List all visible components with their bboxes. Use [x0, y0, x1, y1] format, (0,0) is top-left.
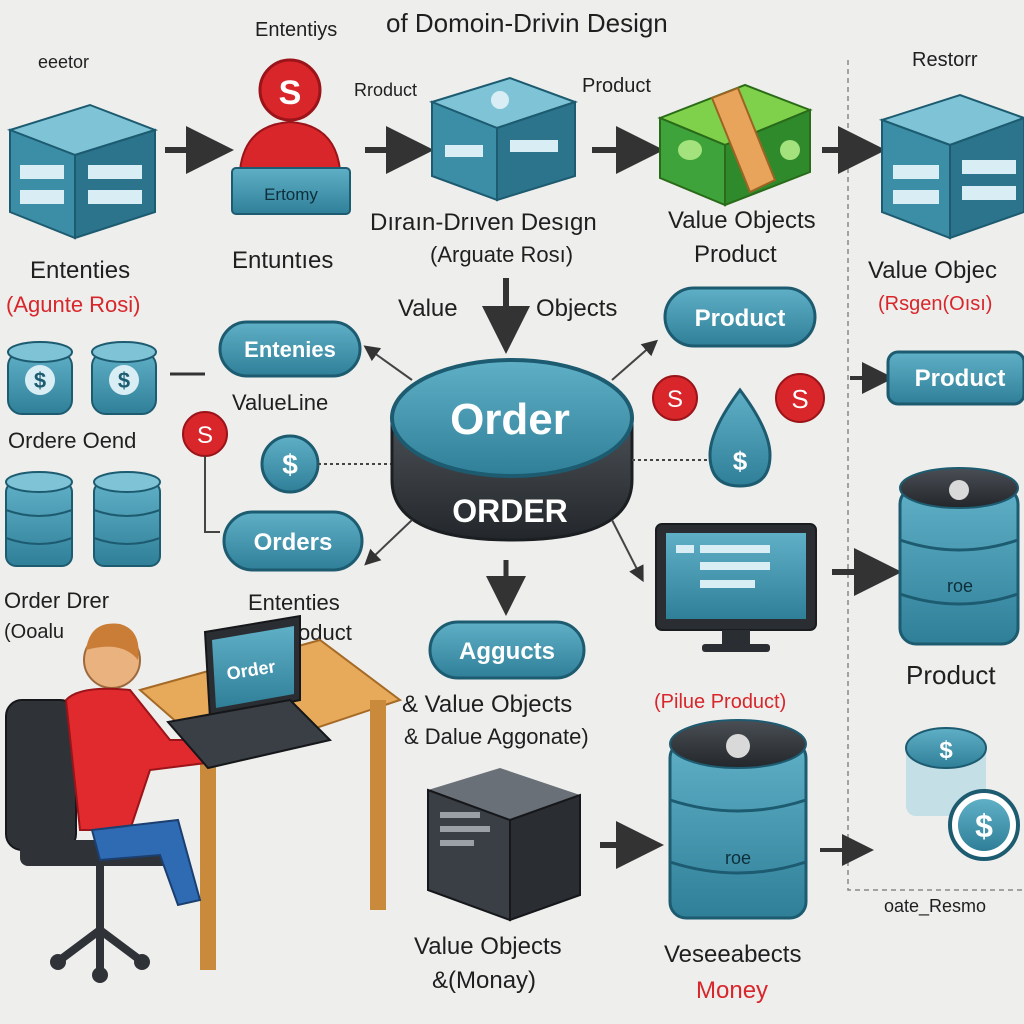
pill-orders: Orders — [222, 510, 364, 572]
dollar-glyph-3: $ — [282, 449, 298, 480]
vo-money: Value Objects — [414, 933, 562, 960]
person-at-desk-icon: Order — [5, 614, 403, 983]
vo-sub: Product — [694, 241, 777, 268]
money-stack-icon — [657, 83, 813, 207]
dollar-glyph-2: $ — [118, 368, 130, 393]
right-divider-line — [847, 60, 1024, 891]
vo-title: Value Objects — [668, 207, 816, 234]
red-coin-icon-center-left: S — [652, 375, 698, 421]
connector-order-bl — [364, 519, 413, 566]
header-title-right: of Domoin-Drivin Design — [386, 8, 668, 38]
product-label-right: Product — [906, 660, 996, 690]
product-label-1: Rroduct — [354, 80, 417, 100]
ordere-oend: Ordere Oend — [8, 428, 136, 453]
red-coin-icon-center-right: S — [775, 373, 825, 423]
pill-product-right: Product — [886, 350, 1024, 406]
dollar-glyph-5: $ — [939, 737, 953, 764]
connector-order-br — [611, 519, 644, 583]
cube-icon-left — [6, 103, 159, 240]
teal-coin-icon: $ — [260, 434, 320, 494]
entity-person-icon: S Ertomy — [231, 58, 351, 215]
red-coin-icon-left: S — [182, 411, 228, 457]
header-corner-left: eeetor — [38, 52, 89, 72]
dollar-glyph-1: $ — [34, 368, 46, 393]
red-coin-glyph-2: S — [197, 422, 213, 449]
red-coin-glyph: S — [279, 74, 302, 112]
pill-product-center-label: Product — [695, 305, 786, 332]
red-coin-glyph-3: S — [667, 386, 683, 413]
db-stack-icon-2 — [93, 471, 161, 567]
connector-left — [204, 456, 220, 533]
coin-icon-right: $ $ — [905, 727, 1020, 861]
entity-title: Entuntıes — [232, 247, 333, 274]
cube-icon-center — [428, 76, 579, 202]
vo-money-sub: &(Monay) — [432, 967, 536, 994]
pill-entenies-label: Entenies — [244, 337, 336, 362]
order-drer: Order Drer — [4, 588, 109, 613]
right-sub: (Rsgen(Oısı) — [878, 293, 992, 315]
vo-and: & Value Objects — [402, 691, 572, 718]
right-title: Value Objec — [868, 257, 997, 284]
header-corner-right: Restorr — [912, 49, 978, 71]
pill-entenies: Entenies — [218, 320, 362, 378]
db-label-right: roe — [947, 576, 973, 596]
order-drer-sub: (Ooalu — [4, 621, 64, 643]
order-node: Order ORDER — [390, 358, 634, 542]
value-label: Value — [398, 295, 458, 322]
header: Ententiys of Domoin-Drivin Design eeetor… — [38, 8, 978, 72]
ententies-2: Ententies — [248, 590, 340, 615]
coin-stack-icon-2: $ — [91, 341, 157, 415]
order-top-label: Order — [450, 395, 570, 444]
ddd-sub: (Arguate Rosı) — [430, 242, 573, 267]
db-label-bottom: roe — [725, 848, 751, 868]
left-sub: (Agunte Rosi) — [6, 292, 141, 317]
valueline-label: ValueLine — [232, 390, 328, 415]
pill-aggucts: Aggucts — [428, 620, 586, 680]
entity-card-label: Ertomy — [264, 185, 318, 204]
dollar-glyph-6: $ — [975, 808, 993, 844]
pill-product-center: Product — [663, 286, 817, 348]
left-title: Ententies — [30, 257, 130, 284]
cube-icon-right — [878, 93, 1024, 240]
pill-product-right-label: Product — [915, 365, 1006, 392]
product-label-2: Product — [582, 75, 651, 97]
pill-aggucts-label: Aggucts — [459, 638, 555, 665]
dollar-glyph-4: $ — [733, 446, 748, 476]
vo-and-sub: & Dalue Aggonate) — [404, 724, 589, 749]
pill-orders-label: Orders — [254, 529, 333, 556]
drop-dollar-icon: $ — [708, 387, 772, 488]
coin-stack-icon-1: $ — [7, 341, 73, 415]
order-bottom-label: ORDER — [452, 493, 568, 529]
red-coin-glyph-4: S — [791, 384, 808, 414]
db-icon-right: roe — [898, 467, 1020, 646]
connector-order-tr — [611, 339, 659, 381]
money-label: Money — [696, 977, 768, 1004]
header-title-left: Ententiys — [255, 19, 337, 41]
pilue-product: (Pilue Product) — [654, 691, 786, 713]
db-stack-icon-1 — [5, 471, 73, 567]
db-icon-bottom: roe — [668, 719, 808, 920]
objects-label: Objects — [536, 295, 617, 322]
monitor-icon — [655, 523, 817, 652]
vesee-label: Veseeabects — [664, 941, 801, 968]
ddd-title: Dıraın-Drıven Desıgn — [370, 209, 597, 236]
connector-order-tl — [363, 345, 413, 381]
bottom-right-label: oate_Resmo — [884, 896, 986, 917]
server-box-icon — [427, 768, 581, 922]
